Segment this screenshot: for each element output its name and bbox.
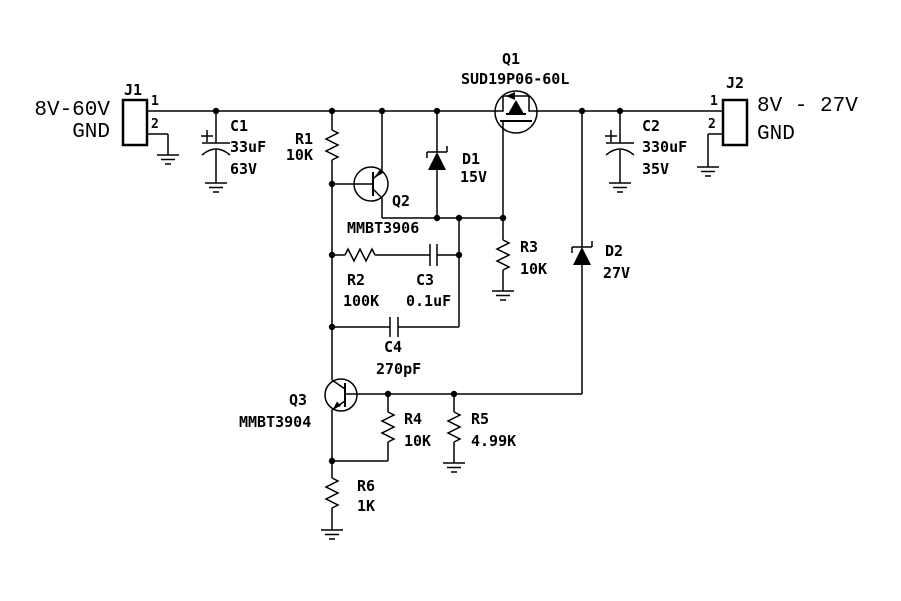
- q2-emitter-arrow: [374, 169, 383, 178]
- label-c3-value: 0.1uF: [406, 292, 452, 310]
- output-ground-label: GND: [757, 123, 795, 146]
- connector-j2: [707, 98, 749, 167]
- ground-symbol-r6: [321, 529, 343, 540]
- label-r4-ref: R4: [404, 410, 423, 428]
- label-c4-value: 270pF: [376, 360, 422, 378]
- transistor-q3: [324, 378, 582, 412]
- resistor-r5: [446, 394, 462, 463]
- label-c2-voltage: 35V: [642, 160, 670, 178]
- label-r1-value: 10K: [285, 146, 313, 164]
- capacitor-c4: [332, 317, 459, 337]
- label-r1-ref: R1: [294, 130, 313, 148]
- q1-channel-arrow: [506, 92, 515, 100]
- label-j1-pin1: 1: [151, 94, 159, 109]
- label-c2-value: 330uF: [642, 138, 688, 156]
- capacitor-c3: [429, 244, 459, 266]
- label-r6-value: 1K: [357, 497, 376, 515]
- q1-body-diode: [508, 100, 524, 114]
- label-j2-ref: J2: [726, 74, 745, 92]
- label-c4-ref: C4: [384, 338, 403, 356]
- resistor-r2: [332, 247, 430, 263]
- label-q1-part: SUD19P06-60L: [461, 70, 570, 88]
- ground-symbol-r5: [443, 462, 465, 473]
- label-c3-ref: C3: [416, 271, 435, 289]
- ground-symbol-c2: [609, 182, 631, 193]
- label-j1-ref: J1: [124, 81, 143, 99]
- label-j1-pin2: 2: [151, 117, 159, 132]
- input-voltage-label: 8V-60V: [34, 99, 110, 122]
- ground-symbol-c1: [205, 182, 227, 193]
- resistor-r4: [332, 394, 396, 462]
- transistor-q2: [332, 111, 389, 218]
- connector-j1: [121, 98, 169, 155]
- label-c1-voltage: 63V: [230, 160, 258, 178]
- label-q2-part: MMBT3906: [347, 219, 420, 237]
- label-c1-value: 33uF: [230, 138, 267, 156]
- ground-symbol-r3: [492, 290, 514, 301]
- label-r5-value: 4.99K: [471, 432, 517, 450]
- label-d2-ref: D2: [605, 242, 624, 260]
- ground-symbol-j1: [157, 154, 179, 165]
- resistor-r1: [324, 111, 340, 184]
- label-q3-ref: Q3: [289, 391, 308, 409]
- label-r5-ref: R5: [471, 410, 490, 428]
- output-voltage-label: 8V - 27V: [757, 95, 858, 118]
- resistor-r3: [495, 218, 511, 291]
- label-c1-ref: C1: [230, 117, 249, 135]
- label-d1-ref: D1: [462, 150, 481, 168]
- resistor-r6: [324, 477, 340, 530]
- label-d1-value: 15V: [460, 168, 488, 186]
- label-r2-ref: R2: [347, 271, 366, 289]
- label-r4-value: 10K: [404, 432, 432, 450]
- label-j2-pin2: 2: [708, 117, 716, 132]
- label-r3-ref: R3: [520, 238, 539, 256]
- capacitor-c2: [605, 111, 635, 183]
- input-ground-label: GND: [72, 121, 110, 144]
- label-r2-value: 100K: [343, 292, 380, 310]
- zener-d2: [571, 111, 593, 394]
- label-q3-part: MMBT3904: [239, 413, 312, 431]
- label-d2-value: 27V: [603, 264, 631, 282]
- label-j2-pin1: 1: [710, 94, 718, 109]
- label-q1-ref: Q1: [502, 50, 521, 68]
- q3-emitter-arrow: [333, 401, 341, 409]
- zener-d1: [426, 111, 448, 218]
- label-r3-value: 10K: [520, 260, 548, 278]
- capacitor-c1: [201, 111, 231, 183]
- ground-symbol-j2: [697, 166, 719, 177]
- junction-dots: [212, 107, 624, 465]
- mosfet-q1: [494, 90, 538, 218]
- label-q2-ref: Q2: [392, 192, 411, 210]
- label-r6-ref: R6: [357, 477, 376, 495]
- label-c2-ref: C2: [642, 117, 661, 135]
